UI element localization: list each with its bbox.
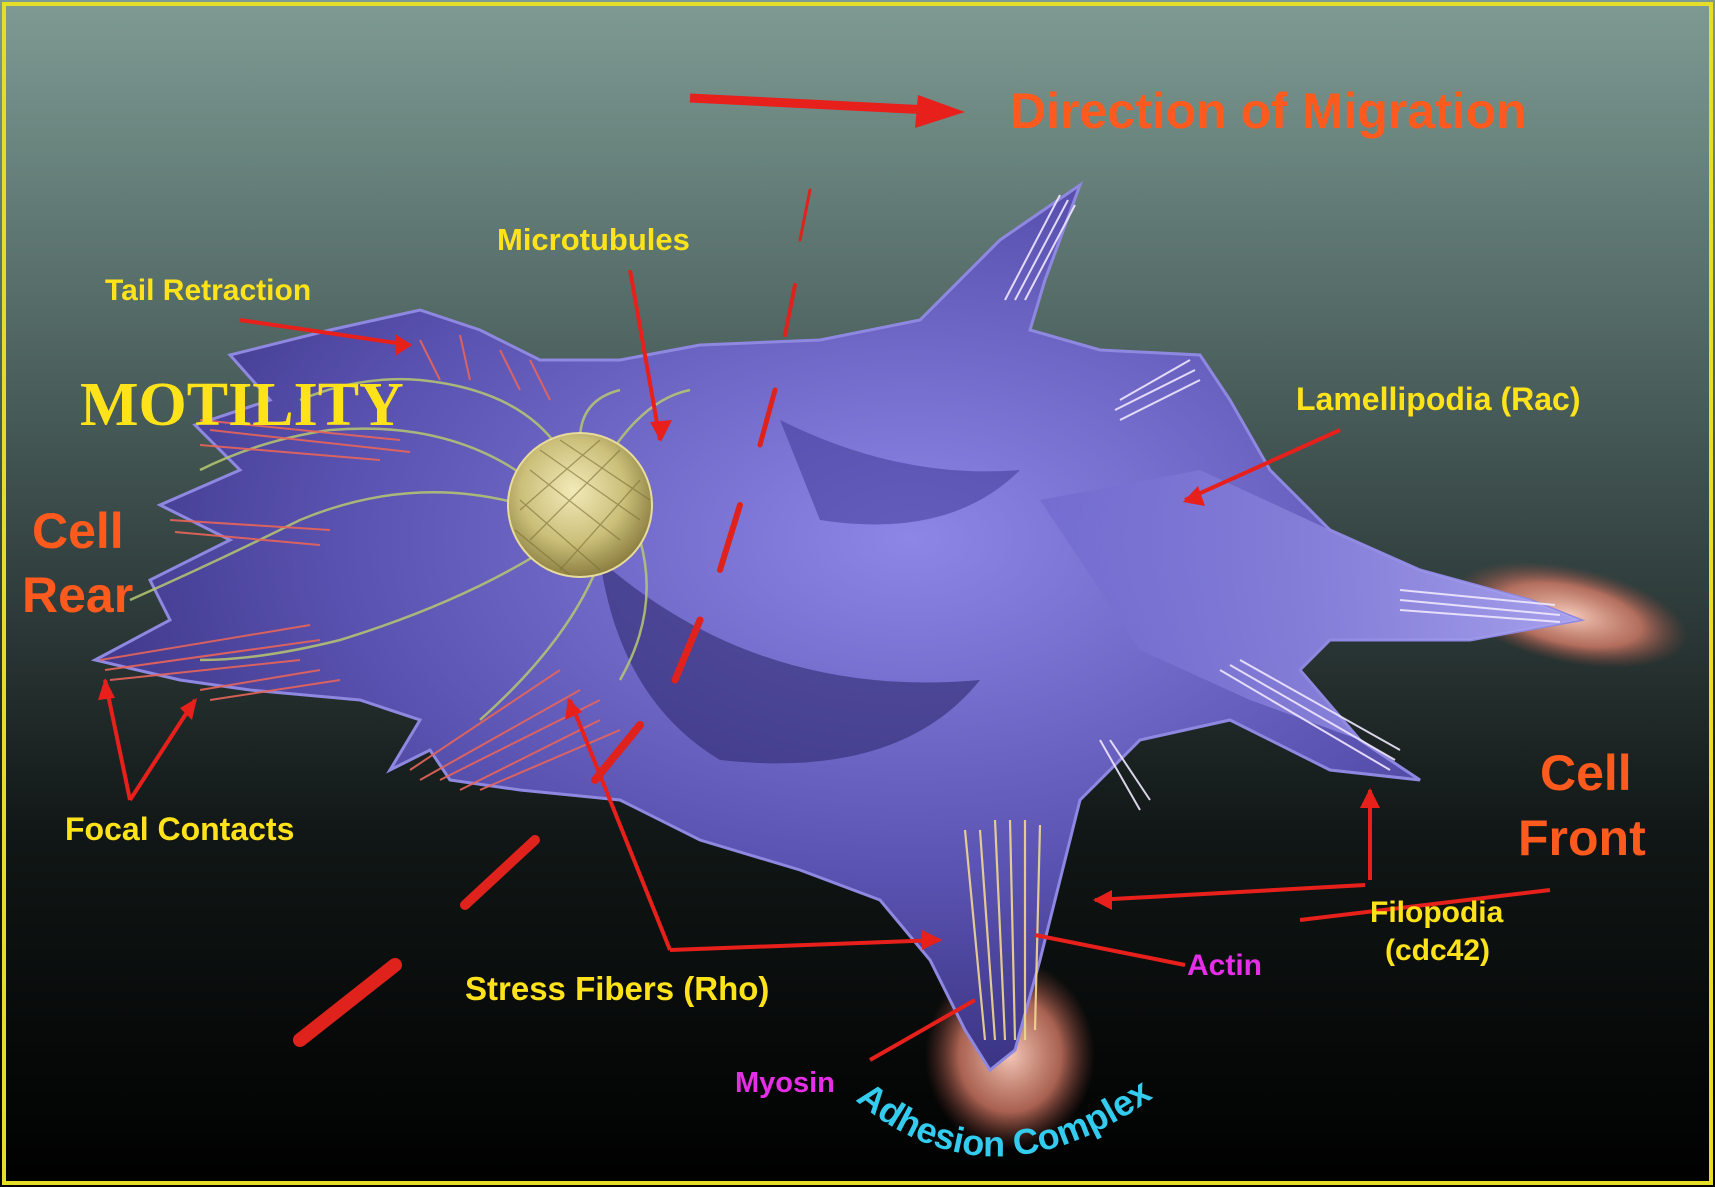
myosin-label: Myosin xyxy=(735,1067,835,1099)
motility-label: MOTILITY xyxy=(80,371,404,439)
stress-fibers-label: Stress Fibers (Rho) xyxy=(465,970,769,1007)
direction-of-migration-label: Direction of Migration xyxy=(1010,83,1527,139)
lamellipodia-label: Lamellipodia (Rac) xyxy=(1296,381,1581,417)
cell-rear-label-line2: Rear xyxy=(22,567,133,623)
microtubules-label: Microtubules xyxy=(497,222,690,257)
tail-retraction-label: Tail Retraction xyxy=(105,274,311,307)
filopodia-label-line2: (cdc42) xyxy=(1385,934,1490,967)
cell-front-label-line1: Cell xyxy=(1540,745,1632,801)
focal-contacts-label: Focal Contacts xyxy=(65,811,294,847)
filopodia-label-line1: Filopodia xyxy=(1370,896,1504,929)
cell-front-label-line2: Front xyxy=(1518,810,1646,866)
cell-rear-label-line1: Cell xyxy=(32,503,124,559)
actin-label: Actin xyxy=(1187,949,1262,982)
nucleus-icon xyxy=(508,433,652,577)
